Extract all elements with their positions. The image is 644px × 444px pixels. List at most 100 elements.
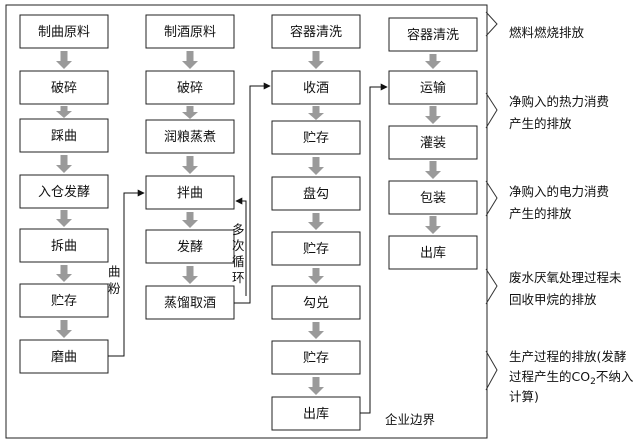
- down-arrow-icon: [182, 266, 198, 284]
- down-arrow-icon: [308, 268, 324, 284]
- bao-node-3: [388, 125, 478, 160]
- brace-icon: [485, 11, 498, 37]
- bao-node-5: [388, 235, 478, 270]
- connectors: [108, 82, 388, 414]
- qu-node-3: [19, 118, 109, 153]
- enterprise-boundary: [5, 4, 488, 439]
- qu-node-2: [19, 70, 109, 105]
- qu-node-3-label: 踩曲: [51, 129, 77, 144]
- jiu-node-2-label: 破碎: [177, 81, 203, 96]
- gou-node-5-label: 贮存: [303, 242, 329, 257]
- down-arrow-icon: [56, 320, 72, 338]
- down-arrow-icon: [56, 106, 72, 118]
- gou-node-6-label: 勾兑: [303, 296, 329, 311]
- down-arrow-icon: [425, 106, 441, 124]
- gou-node-2-label: 收酒: [303, 81, 329, 96]
- cycle-label: 多 次 循 环: [232, 222, 245, 285]
- emission-heat-line1: 净购入的热力消费: [509, 94, 609, 109]
- emission-power-line2: 产生的排放: [509, 206, 572, 221]
- jiu-node-5: [145, 229, 235, 264]
- column-jiu: 制酒原料 破碎 润粮蒸煮 拌曲 发酵 蒸馏取酒: [145, 14, 235, 320]
- column-gou: 容器清洗 收酒 贮存 盘勾 贮存 勾兑 贮存 出库: [271, 14, 361, 431]
- emission-process-subscript: 2: [590, 377, 596, 387]
- bao-node-2-label: 运输: [420, 80, 446, 96]
- down-arrow-icon: [56, 265, 72, 282]
- qu-fen-char: 粉: [108, 281, 121, 296]
- connector-chuku-to-yunshu: [360, 83, 388, 414]
- down-arrow-icon: [308, 157, 324, 175]
- emission-process-tail: 不纳入: [596, 369, 634, 384]
- gou-node-1: [271, 14, 361, 49]
- jiu-node-6-label: 蒸馏取酒: [164, 296, 216, 311]
- jiu-node-1-label: 制酒原料: [164, 25, 216, 40]
- qu-node-6: [19, 283, 109, 318]
- qu-fen-char: 曲: [108, 264, 121, 279]
- connector-zhengliu-to-shoujiu: [234, 82, 271, 304]
- emission-process-line3: 计算): [509, 389, 539, 404]
- brace-icon: [485, 92, 498, 129]
- gou-node-7: [271, 340, 361, 375]
- down-arrow-icon: [425, 54, 441, 69]
- column-qu: 制曲原料 破碎 踩曲 入仓发酵 拆曲 贮存 磨曲: [19, 14, 109, 374]
- emission-heat-line2: 产生的排放: [509, 116, 572, 131]
- enterprise-boundary-label: 企业边界: [385, 412, 436, 427]
- gou-node-4: [271, 176, 361, 211]
- bao-node-3-label: 灌装: [420, 136, 446, 151]
- gou-node-3: [271, 120, 361, 155]
- brace-icon: [485, 180, 498, 217]
- down-arrow-icon: [308, 213, 324, 230]
- gou-node-8-label: 出库: [303, 406, 329, 422]
- down-arrow-icon: [182, 51, 198, 69]
- emission-wastewater-line1: 废水厌氧处理过程未: [509, 270, 622, 285]
- brace-icon: [485, 350, 498, 391]
- cycle-char: 次: [232, 238, 245, 253]
- gou-node-8: [271, 396, 361, 431]
- cycle-char: 环: [232, 270, 245, 285]
- qu-fen-label: 曲 粉: [108, 264, 121, 296]
- down-arrow-icon: [182, 106, 198, 119]
- down-arrow-icon: [308, 322, 324, 339]
- column-bao: 容器清洗 运输 灌装 包装 出库: [388, 17, 478, 270]
- jiu-node-3: [145, 119, 235, 154]
- emission-process-line2: 过程产生的CO2不纳入: [509, 369, 634, 387]
- gou-node-2: [271, 70, 361, 105]
- qu-node-1: [19, 14, 109, 49]
- emission-fuel: 燃料燃烧排放: [509, 25, 585, 40]
- cycle-char: 循: [232, 254, 245, 269]
- down-arrow-icon: [425, 161, 441, 179]
- qu-node-4: [19, 174, 109, 209]
- qu-node-5: [19, 228, 109, 263]
- gou-node-5: [271, 231, 361, 266]
- qu-node-7-label: 磨曲: [51, 350, 77, 365]
- qu-node-6-label: 贮存: [51, 294, 77, 309]
- bao-node-5-label: 出库: [420, 245, 446, 261]
- jiu-node-4-label: 拌曲: [177, 186, 203, 201]
- gou-node-3-label: 贮存: [303, 131, 329, 146]
- jiu-node-3-label: 润粮蒸煮: [164, 130, 216, 145]
- connector-qu-to-bangqu: [108, 189, 145, 357]
- emission-sources: 燃料燃烧排放 净购入的热力消费 产生的排放 净购入的电力消费 产生的排放 废水厌…: [485, 11, 634, 404]
- bao-node-2: [388, 70, 478, 105]
- jiu-node-1: [145, 14, 235, 49]
- down-arrow-icon: [425, 216, 441, 234]
- bao-node-4: [388, 180, 478, 215]
- gou-node-6: [271, 285, 361, 320]
- bao-node-1: [388, 17, 478, 52]
- flow-arrows: [56, 51, 441, 395]
- down-arrow-icon: [56, 155, 72, 173]
- down-arrow-icon: [308, 377, 324, 395]
- qu-node-2-label: 破碎: [51, 81, 77, 96]
- down-arrow-icon: [56, 51, 72, 69]
- down-arrow-icon: [308, 51, 324, 69]
- connector-cycle-return: [235, 197, 247, 296]
- emission-power-line1: 净购入的电力消费: [509, 184, 609, 199]
- jiu-node-2: [145, 70, 235, 105]
- jiu-node-5-label: 发酵: [177, 239, 203, 255]
- gou-node-4-label: 盘勾: [303, 186, 329, 202]
- down-arrow-icon: [182, 156, 198, 174]
- qu-node-4-label: 入仓发酵: [38, 184, 90, 200]
- gou-node-1-label: 容器清洗: [290, 24, 342, 40]
- down-arrow-icon: [182, 212, 198, 228]
- bao-node-4-label: 包装: [420, 191, 446, 206]
